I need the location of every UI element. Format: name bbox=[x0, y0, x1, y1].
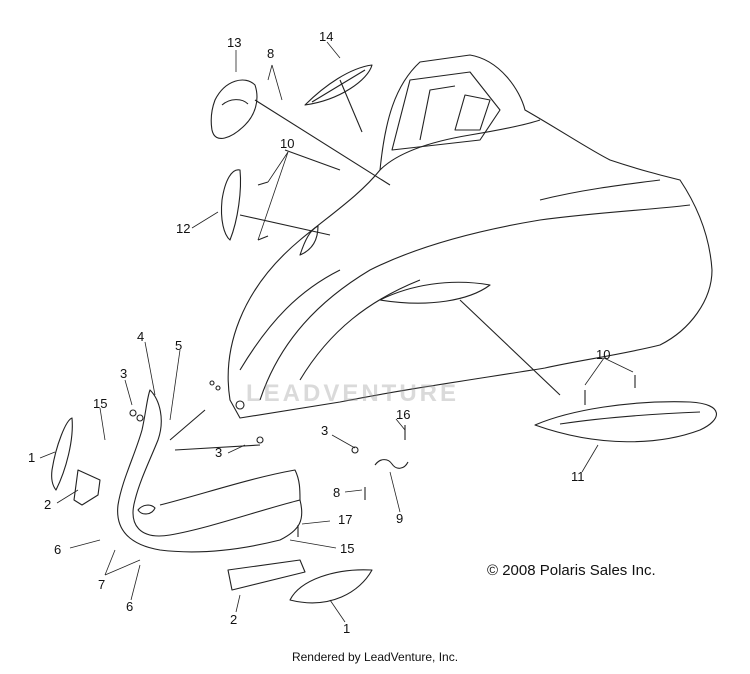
nose-bumper bbox=[117, 389, 303, 553]
callout-17: 17 bbox=[338, 512, 352, 527]
callout-5: 5 bbox=[175, 338, 182, 353]
hood-vent-right bbox=[379, 281, 491, 304]
hood-shell bbox=[227, 54, 713, 419]
vent-11 bbox=[534, 401, 717, 443]
vent-1-lower bbox=[289, 569, 373, 604]
callout-14: 14 bbox=[319, 29, 333, 44]
callout-6b: 6 bbox=[126, 599, 133, 614]
callout-10: 10 bbox=[280, 136, 294, 151]
bracket-2-lower bbox=[227, 559, 306, 591]
vent-1-left bbox=[51, 417, 73, 491]
callout-8b: 8 bbox=[333, 485, 340, 500]
vent-14 bbox=[304, 64, 373, 106]
callout-15: 15 bbox=[93, 396, 107, 411]
callout-3: 3 bbox=[120, 366, 127, 381]
callout-7: 7 bbox=[98, 577, 105, 592]
rendered-by-footer: Rendered by LeadVenture, Inc. bbox=[291, 650, 459, 664]
copyright-notice: © 2008 Polaris Sales Inc. bbox=[487, 562, 656, 579]
leadventure-watermark: LEADVENTURE bbox=[246, 380, 460, 407]
callout-3c: 3 bbox=[321, 423, 328, 438]
callout-15b: 15 bbox=[340, 541, 354, 556]
callout-13: 13 bbox=[227, 35, 241, 50]
callout-12: 12 bbox=[176, 221, 190, 236]
callout-1b: 1 bbox=[343, 621, 350, 636]
callout-16: 16 bbox=[396, 407, 410, 422]
callout-3b: 3 bbox=[215, 445, 222, 460]
callout-2: 2 bbox=[44, 497, 51, 512]
side-vent-13 bbox=[210, 79, 258, 139]
callout-6: 6 bbox=[54, 542, 61, 557]
bracket-2 bbox=[73, 469, 101, 506]
callout-10b: 10 bbox=[596, 347, 610, 362]
callout-11: 11 bbox=[571, 469, 585, 484]
callout-2b: 2 bbox=[230, 612, 237, 627]
callout-9: 9 bbox=[396, 511, 403, 526]
callout-1: 1 bbox=[28, 450, 35, 465]
callout-8: 8 bbox=[267, 46, 274, 61]
callout-4: 4 bbox=[137, 329, 144, 344]
callout-labels: 13 8 14 10 12 4 5 3 15 1 2 3 16 10 11 3 … bbox=[28, 29, 610, 636]
side-vent-12 bbox=[220, 169, 242, 241]
